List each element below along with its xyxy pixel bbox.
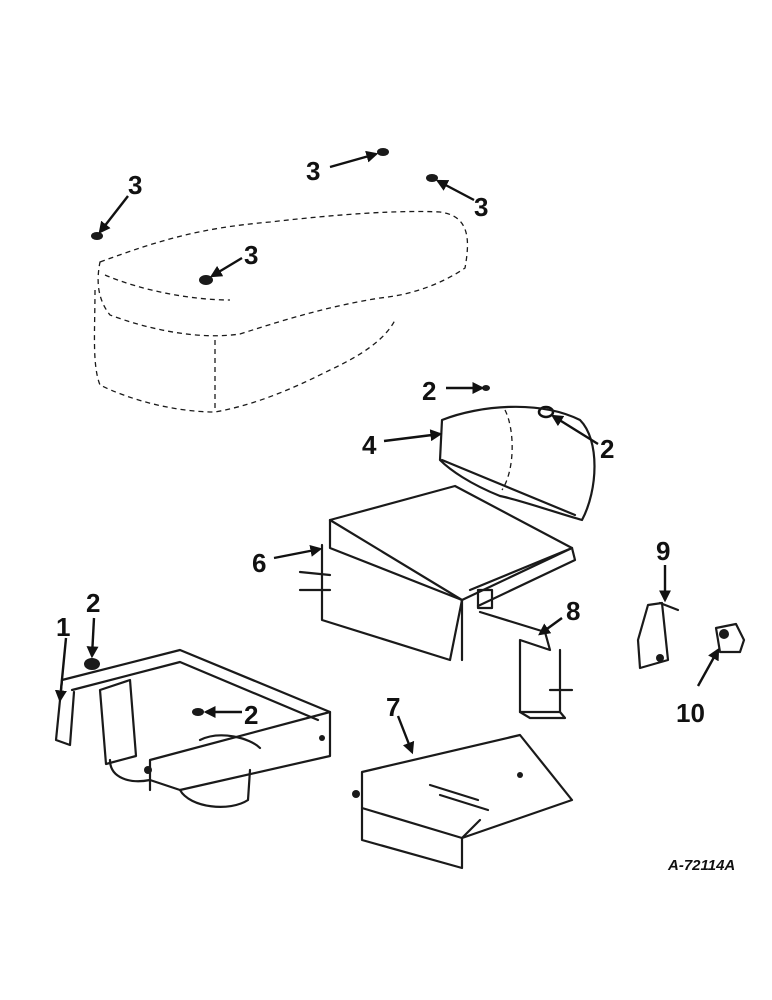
callout-2a: 2: [86, 588, 100, 618]
washer-2-top: [482, 385, 490, 391]
leader-2d: [550, 414, 599, 446]
leader-2a: [86, 617, 99, 659]
callout-1: 1: [56, 612, 70, 642]
callout-2c: 2: [422, 376, 436, 406]
grommet-3-left: [91, 232, 103, 240]
back-panel: [438, 405, 596, 522]
callout-3c: 3: [474, 192, 488, 222]
callout-4: 4: [362, 430, 377, 460]
block-10: [714, 622, 746, 654]
callout-labels: 1 2 2 2 2 3 3 3 3 4 6 7 8 9 10: [56, 156, 705, 730]
leader-4: [383, 429, 443, 443]
floor-plate: [352, 733, 574, 870]
leader-7: [396, 715, 415, 755]
bracket-8: [478, 610, 574, 720]
leader-3d: [209, 256, 243, 278]
callout-9: 9: [656, 536, 670, 566]
grommet-3-top: [377, 148, 389, 156]
callout-3b: 3: [306, 156, 320, 186]
leader-lines: [54, 150, 720, 755]
base-frame: [54, 648, 332, 808]
seat-pan: [298, 484, 577, 662]
seat-cushion: [93, 210, 469, 413]
leader-1: [54, 637, 68, 703]
leader-3b: [329, 150, 379, 169]
leader-3a: [98, 195, 129, 234]
callout-8: 8: [566, 596, 580, 626]
callout-2d: 2: [600, 434, 614, 464]
callout-2b: 2: [244, 700, 258, 730]
leader-3c: [435, 179, 475, 202]
leader-10: [696, 647, 720, 687]
washer-2-frame-center: [192, 708, 204, 716]
callout-7: 7: [386, 692, 400, 722]
leader-6: [273, 544, 323, 560]
grommet-3-center: [199, 275, 213, 285]
callout-3a: 3: [128, 170, 142, 200]
callout-10: 10: [676, 698, 705, 728]
bracket-9: [636, 601, 680, 670]
grommet-3-right: [426, 174, 438, 182]
reference-code: A-72114A: [667, 857, 735, 874]
callout-6: 6: [252, 548, 266, 578]
leader-8: [538, 617, 563, 636]
callout-3d: 3: [244, 240, 258, 270]
washer-2-frame-left: [84, 658, 100, 670]
